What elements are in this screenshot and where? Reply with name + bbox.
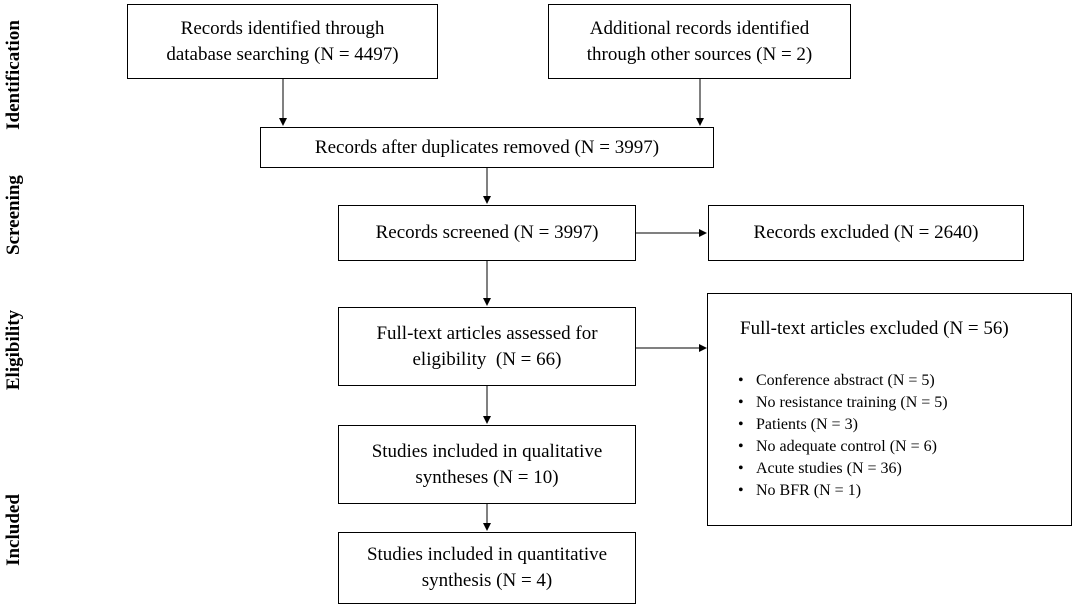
box-qualitative-synthesis: Studies included in qualitative synthese… (338, 425, 636, 504)
exclusion-reason-item: • No adequate control (N = 6) (738, 436, 948, 458)
box-other-sources-line1: Additional records identified (589, 17, 810, 39)
box-fulltext-excluded: Full-text articles excluded (N = 56) • Co… (707, 293, 1072, 526)
exclusion-reason-text: No resistance training (N = 5) (756, 394, 948, 411)
exclusion-reason-item: • Acute studies (N = 36) (738, 458, 948, 480)
exclusion-reason-item: • No resistance training (N = 5) (738, 392, 948, 414)
box-database-searching-line2: database searching (N = 4497) (166, 43, 399, 65)
box-records-excluded: Records excluded (N = 2640) (708, 205, 1024, 261)
bullet-icon: • (738, 482, 744, 499)
box-other-sources-line2: through other sources (N = 2) (586, 43, 813, 65)
exclusion-reason-text: No BFR (N = 1) (756, 482, 862, 499)
box-quantitative-synthesis-line1: Studies included in quantitative (366, 544, 608, 565)
bullet-icon: • (738, 416, 744, 433)
box-qualitative-synthesis-line1: Studies included in qualitative (371, 440, 603, 462)
exclusion-reason-item: • No BFR (N = 1) (738, 480, 948, 502)
box-fulltext-assessed-line2: eligibility (N = 66) (412, 348, 562, 370)
box-after-duplicates-text: Records after duplicates removed (N = 39… (314, 136, 660, 158)
box-records-excluded-text: Records excluded (N = 2640) (753, 222, 979, 243)
bullet-icon: • (738, 460, 744, 477)
box-after-duplicates: Records after duplicates removed (N = 39… (260, 127, 714, 168)
box-records-screened: Records screened (N = 3997) (338, 205, 636, 261)
exclusion-reason-text: Conference abstract (N = 5) (756, 372, 935, 389)
box-records-screened-text: Records screened (N = 3997) (375, 222, 599, 243)
box-database-searching-line1: Records identified through (180, 17, 385, 39)
exclusion-reason-text: Acute studies (N = 36) (756, 460, 902, 477)
box-quantitative-synthesis-line2: synthesis (N = 4) (421, 570, 553, 591)
box-database-searching: Records identified through database sear… (127, 4, 438, 79)
exclusion-reason-item: • Patients (N = 3) (738, 414, 948, 436)
exclusion-reason-text: No adequate control (N = 6) (756, 438, 937, 455)
box-fulltext-assessed: Full-text articles assessed for eligibil… (338, 307, 636, 386)
bullet-icon: • (738, 372, 744, 389)
box-other-sources: Additional records identified through ot… (548, 4, 851, 79)
exclusion-reason-text: Patients (N = 3) (756, 416, 858, 433)
fulltext-excluded-title: Full-text articles excluded (N = 56) (740, 318, 1009, 339)
exclusion-reasons-list: • Conference abstract (N = 5) • No resistan… (738, 370, 948, 502)
box-qualitative-synthesis-line2: syntheses (N = 10) (415, 466, 559, 488)
exclusion-reason-item: • Conference abstract (N = 5) (738, 370, 948, 392)
bullet-icon: • (738, 438, 744, 455)
box-quantitative-synthesis: Studies included in quantitative synthes… (338, 532, 636, 604)
box-fulltext-assessed-line1: Full-text articles assessed for (376, 322, 598, 344)
bullet-icon: • (738, 394, 744, 411)
